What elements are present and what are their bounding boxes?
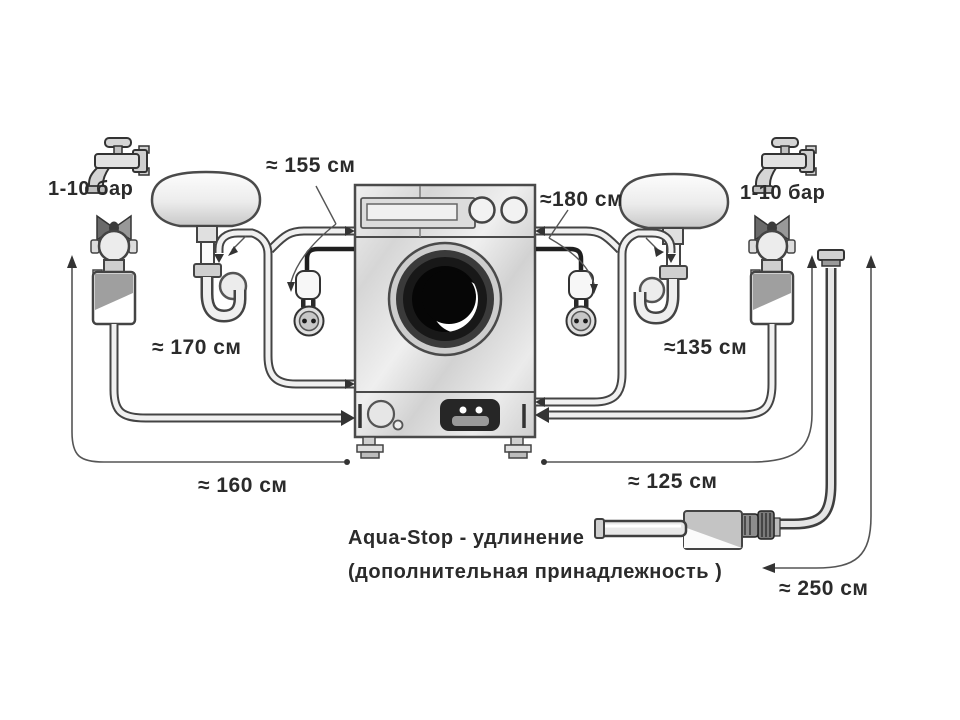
drain-hose-top-right	[536, 226, 624, 254]
measurement-180: ≈180 см	[540, 188, 624, 211]
left-tap-pressure-label: 1-10 бар	[48, 178, 134, 200]
knob-right	[500, 196, 528, 224]
right-siphon	[633, 227, 688, 325]
left-aquastop-valve	[89, 214, 139, 326]
dimension-line-250	[762, 255, 876, 573]
left-power-cord	[293, 246, 354, 337]
tube-end-cap	[594, 518, 605, 539]
drain-hose-bottom-right	[536, 228, 676, 407]
left-siphon	[193, 225, 248, 323]
drain-hose-bottom-left	[214, 228, 354, 389]
measurement-170: ≈ 170 см	[152, 336, 242, 359]
inlet-hose-left	[109, 324, 355, 426]
aquastop-connector-block	[683, 510, 743, 550]
right-power-plug	[568, 270, 594, 300]
measurement-250: ≈ 250 см	[779, 577, 869, 600]
measurement-135: ≈135 см	[664, 336, 748, 359]
right-power-cord	[536, 246, 597, 337]
dimension-line-125	[541, 255, 817, 465]
right-sink	[618, 172, 730, 230]
hose-fitting	[817, 249, 845, 261]
right-aquastop-valve	[747, 214, 797, 326]
drain-hose-top-left	[266, 226, 354, 254]
washing-machine	[353, 183, 537, 459]
leader-lines	[231, 185, 659, 285]
aquastop-caption-line2: (дополнительная принадлежность )	[348, 561, 723, 583]
left-sink	[150, 170, 262, 228]
washer-door	[387, 241, 503, 357]
aquastop-caption-line1: Aqua-Stop - удлинение	[348, 527, 585, 549]
right-foot	[504, 436, 532, 459]
right-tap-pressure-label: 1-10 бар	[740, 182, 826, 204]
dimension-line-160	[67, 255, 350, 465]
extension-hose	[594, 249, 845, 550]
left-power-plug	[295, 270, 321, 300]
coupling-nuts	[739, 510, 781, 540]
knob-left	[468, 196, 496, 224]
measurement-125: ≈ 125 см	[628, 470, 718, 493]
extension-tube	[598, 519, 688, 538]
pump-filter-cap	[366, 399, 396, 429]
measurement-155: ≈ 155 см	[266, 154, 356, 177]
inlet-hose-right	[535, 324, 777, 423]
measurement-160: ≈ 160 см	[198, 474, 288, 497]
service-flap	[440, 399, 500, 431]
left-foot	[356, 436, 384, 459]
